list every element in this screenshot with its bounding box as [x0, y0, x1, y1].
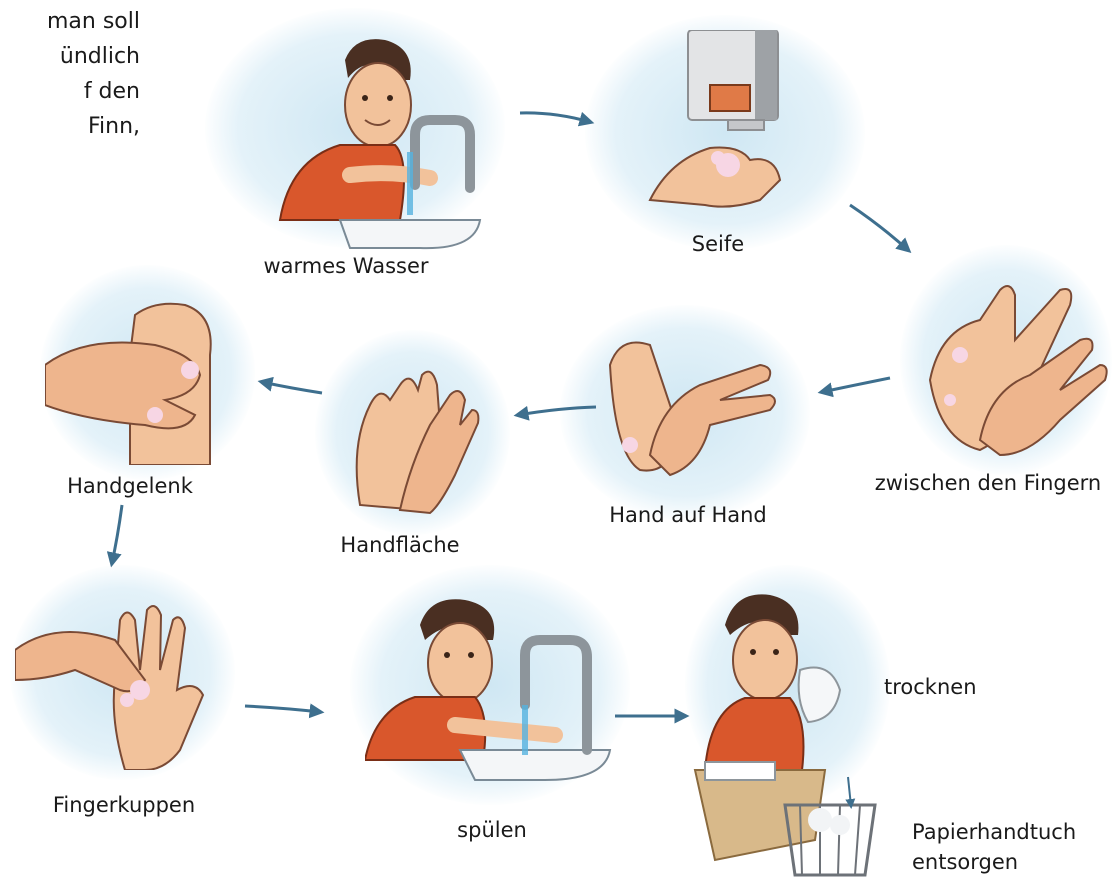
arrow-wrist-to-fingertips — [112, 505, 122, 563]
arrow-between-fingers-to-hand-on-hand — [822, 378, 890, 392]
arrow-warm-water-to-soap — [520, 113, 590, 122]
arrow-towel-to-bin — [848, 777, 851, 806]
arrow-hand-on-hand-to-palm — [518, 407, 596, 415]
arrow-palm-to-wrist — [262, 382, 322, 393]
arrow-fingertips-to-rinse — [245, 706, 320, 712]
arrow-soap-to-between-fingers — [850, 205, 908, 250]
